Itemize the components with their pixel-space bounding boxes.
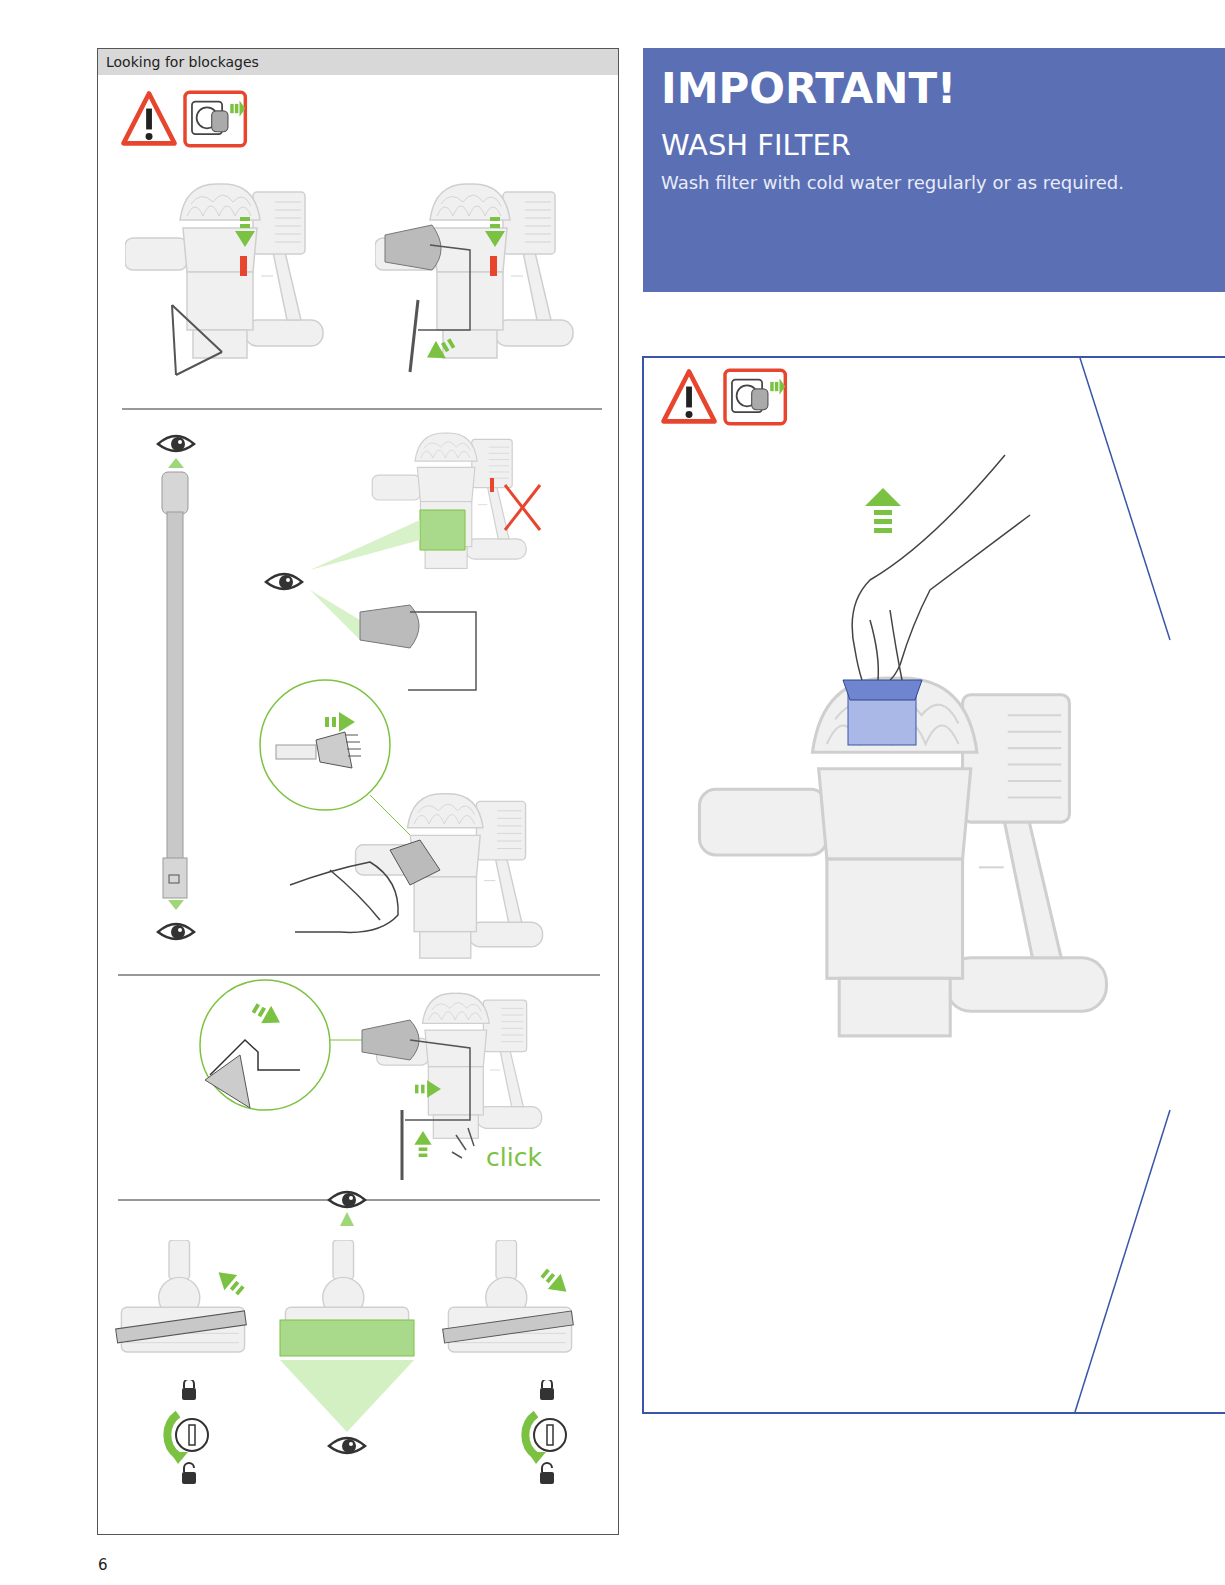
action-label: click bbox=[486, 1143, 542, 1172]
notice-title: IMPORTANT! bbox=[643, 48, 1225, 114]
section-heading: Looking for blockages bbox=[98, 49, 618, 75]
page-number: 6 bbox=[98, 1556, 108, 1574]
notice-heading: WASH FILTER bbox=[643, 114, 1225, 163]
notice-panel: IMPORTANT!WASH FILTERWash filter with co… bbox=[643, 48, 1225, 292]
notice-body: Wash filter with cold water regularly or… bbox=[643, 163, 1225, 195]
section-panel: Looking for blockages bbox=[97, 48, 619, 1535]
